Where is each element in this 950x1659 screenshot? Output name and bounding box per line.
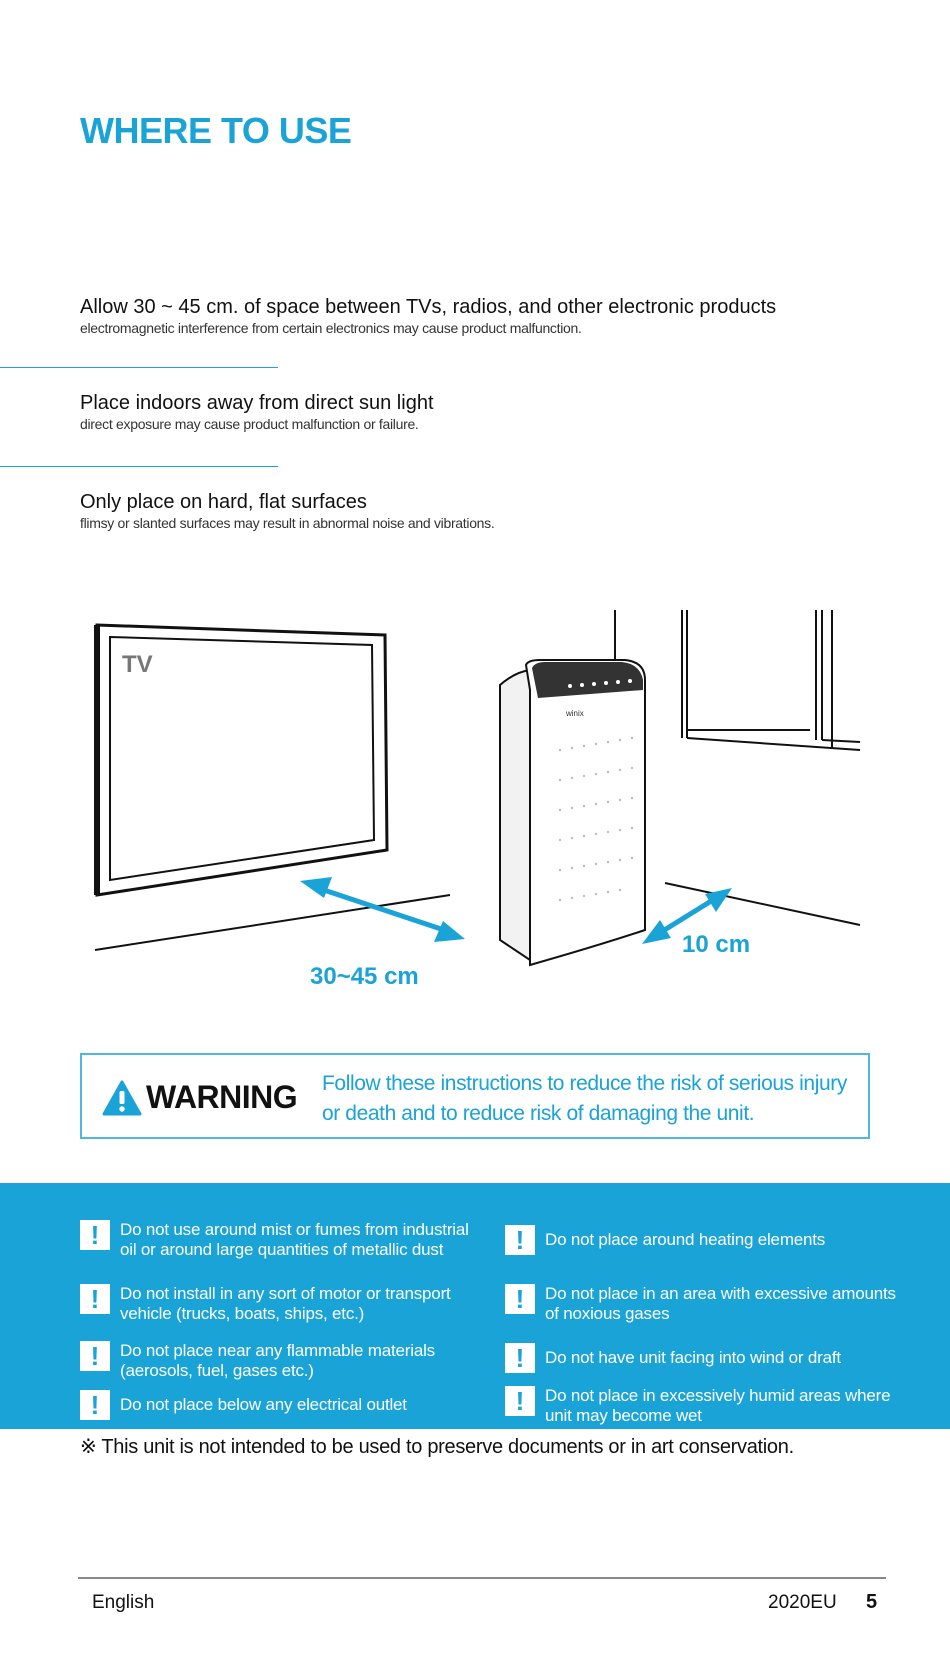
guideline-spacing: Allow 30 ~ 45 cm. of space between TVs, … (80, 295, 900, 337)
warning-item-text: Do not use around mist or fumes from ind… (120, 1220, 469, 1259)
warning-triangle-icon (102, 1080, 142, 1115)
guideline-desc: direct exposure may cause product malfun… (80, 416, 419, 432)
guideline-surface: Only place on hard, flat surfaces flimsy… (80, 490, 900, 532)
warning-item-text: Do not place in an area with excessive a… (545, 1284, 896, 1323)
guideline-title: Only place on hard, flat surfaces (80, 491, 367, 513)
tv-distance-arrow (300, 877, 465, 942)
warning-item-text: Do not place in excessively humid areas … (545, 1386, 891, 1425)
warnings-band: ! Do not use around mist or fumes from i… (0, 1183, 950, 1429)
tv-distance-label: 30~45 cm (310, 963, 419, 990)
warning-label: WARNING (102, 1079, 298, 1116)
footer-divider (78, 1577, 886, 1579)
warning-item: ! Do not place in an area with excessive… (505, 1284, 905, 1324)
warning-item: ! Do not have unit facing into wind or d… (505, 1343, 905, 1373)
air-purifier-illustration: winix (499, 659, 646, 967)
guideline-desc: electromagnetic interference from certai… (80, 320, 582, 336)
warning-item: ! Do not place around heating elements (505, 1225, 905, 1255)
exclamation-icon: ! (505, 1343, 535, 1373)
warning-item: ! Do not install in any sort of motor or… (80, 1284, 480, 1324)
tv-illustration: TV (94, 623, 389, 897)
warning-item-text: Do not have unit facing into wind or dra… (545, 1348, 841, 1367)
warning-box: WARNING Follow these instructions to red… (80, 1053, 870, 1139)
footer-model: 2020EU (768, 1592, 837, 1613)
exclamation-icon: ! (80, 1341, 110, 1371)
window (681, 610, 861, 751)
divider (0, 367, 278, 368)
exclamation-icon: ! (505, 1284, 535, 1314)
exclamation-icon: ! (505, 1225, 535, 1255)
guideline-desc: flimsy or slanted surfaces may result in… (80, 515, 495, 531)
warning-label-text: WARNING (146, 1079, 298, 1115)
warning-text: Follow these instructions to reduce the … (322, 1072, 847, 1125)
wall-distance-label: 10 cm (682, 931, 750, 958)
warning-item: ! Do not use around mist or fumes from i… (80, 1220, 480, 1260)
placement-illustration: TV winix 30~45 cm 10 cm (94, 610, 861, 990)
svg-text:winix: winix (565, 709, 584, 718)
warning-item-text: Do not place around heating elements (545, 1230, 826, 1249)
warning-item: ! Do not place below any electrical outl… (80, 1390, 480, 1420)
warning-item: ! Do not place in excessively humid area… (505, 1386, 905, 1426)
guideline-title: Allow 30 ~ 45 cm. of space between TVs, … (80, 296, 777, 318)
exclamation-icon: ! (80, 1284, 110, 1314)
exclamation-icon: ! (80, 1390, 110, 1420)
warning-item-text: Do not place below any electrical outlet (120, 1395, 407, 1414)
warning-item-text: Do not install in any sort of motor or t… (120, 1284, 451, 1323)
divider (0, 466, 278, 467)
warning-item-text: Do not place near any flammable material… (120, 1341, 435, 1380)
page-title: WHERE TO USE (80, 110, 352, 151)
wall-distance-arrow (642, 888, 732, 944)
guideline-title: Place indoors away from direct sun light (80, 392, 434, 414)
exclamation-icon: ! (80, 1220, 110, 1250)
warning-item: ! Do not place near any flammable materi… (80, 1341, 480, 1381)
tv-label: TV (122, 651, 153, 678)
conservation-note: ※ This unit is not intended to be used t… (80, 1436, 794, 1458)
footer-language: English (92, 1592, 155, 1613)
guideline-sunlight: Place indoors away from direct sun light… (80, 391, 900, 433)
exclamation-icon: ! (505, 1386, 535, 1416)
page-number: 5 (866, 1591, 878, 1613)
